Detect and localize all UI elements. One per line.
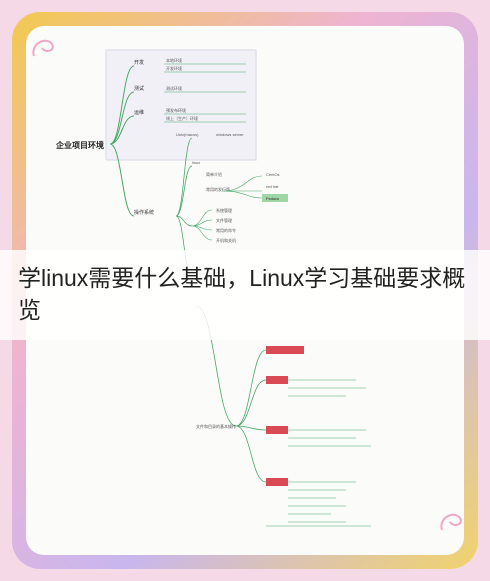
branch-ops: 运维 [134, 109, 144, 116]
test-item: 测试环境 [166, 85, 182, 91]
manage-commands: 常用的命令 [216, 227, 236, 233]
distro-fedora-box [262, 194, 288, 202]
branch-os: 操作系统 [134, 209, 154, 216]
ops-item-prod: 线上（生产）环境 [166, 115, 198, 121]
dev-item-env: 开发环境 [166, 65, 182, 71]
dev-item-local: 本地环境 [166, 57, 182, 63]
caption-overlay [0, 250, 490, 340]
ops-item-pre: 预发布环境 [166, 107, 186, 113]
root-node: 企业项目环境 [55, 140, 104, 150]
distro-centos: CentOs [266, 172, 280, 177]
branch-test: 测试 [134, 85, 144, 92]
os-windows: windows server [216, 132, 244, 137]
linux-intro: 简单介绍 [206, 171, 222, 177]
manage-system: 系统管理 [216, 207, 232, 213]
swirl-decoration-top-left [32, 39, 54, 57]
swirl-decoration-bottom-right [440, 513, 462, 531]
distro-fedora: Fedora [266, 196, 279, 201]
red-node-4 [266, 478, 288, 486]
mindmap-diagram: 企业项目环境 开发 测试 运维 操作系统 本地环境 开发环境 测试环境 预发布环… [55, 49, 371, 527]
linux-distros: 常用的发行版 [206, 186, 230, 192]
page-caption: 学linux需要什么基础，Linux学习基础要求概览 [18, 265, 466, 323]
os-unix: Unix(macos) [176, 132, 199, 137]
distro-redhat: red hat [266, 184, 279, 189]
red-node-3 [266, 426, 288, 434]
file-ops-label: 文件和目录的基本操作 [196, 423, 236, 429]
manage-files: 文件管理 [216, 217, 232, 223]
os-linux: linux [192, 160, 200, 165]
red-node-2 [266, 376, 288, 384]
manage-boot: 开机和关机 [216, 237, 236, 243]
branch-dev: 开发 [134, 59, 144, 66]
red-node-1 [266, 346, 304, 354]
